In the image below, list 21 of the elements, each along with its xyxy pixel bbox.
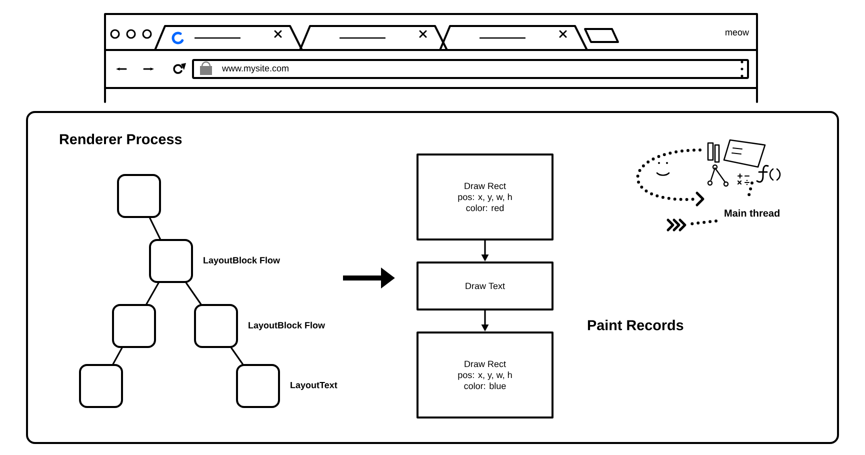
connector-line xyxy=(146,282,160,305)
tree-box: LayoutText xyxy=(236,364,338,408)
node-label: LayoutBlock Flow xyxy=(248,322,326,330)
connector-line xyxy=(185,282,202,305)
tree-box: LayoutBlock Flow xyxy=(149,239,280,283)
record-box: Draw Rect pos: x, y, w, h color: blue xyxy=(416,332,554,418)
tree-box xyxy=(79,364,123,408)
url-text: www.mysite.com xyxy=(222,64,288,74)
record-box: Draw Text xyxy=(416,262,554,310)
tree-box: LayoutBlock Flow xyxy=(194,304,326,348)
node-label: LayoutText xyxy=(290,382,338,390)
record-box: Draw Rect pos: x, y, w, h color: red xyxy=(416,154,554,240)
connector-line xyxy=(230,347,244,365)
node-label: LayoutBlock Flow xyxy=(204,256,280,266)
connector-line xyxy=(149,217,161,240)
connector-line xyxy=(112,347,123,365)
tree-box xyxy=(117,174,161,218)
section-heading: Paint Records xyxy=(588,320,684,330)
thread-label: Main thread xyxy=(724,209,780,217)
profile-name: meow xyxy=(726,30,750,36)
tree-box xyxy=(112,304,156,348)
